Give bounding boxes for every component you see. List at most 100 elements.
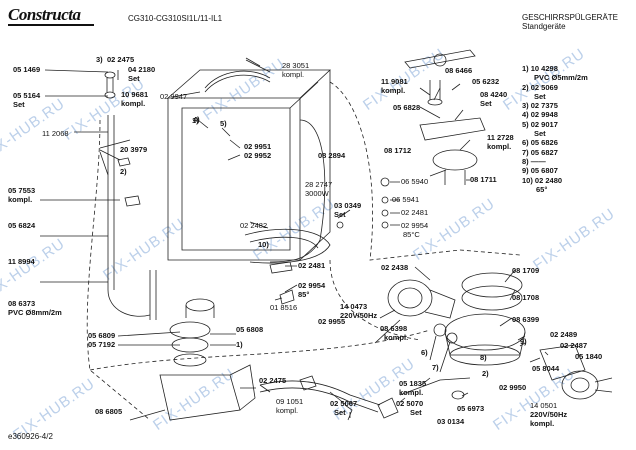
part-label: 11 8994 [8, 257, 35, 266]
part-label: 04 2180 [128, 65, 156, 74]
part-label: 05 6809 [88, 331, 116, 340]
part-label: kompl. [121, 99, 146, 108]
part-label: 02 2481 [298, 261, 326, 270]
part-label: 05 1469 [13, 65, 41, 74]
part-label: 3) [96, 55, 103, 64]
legend-line: 65° [536, 184, 548, 194]
legend-line: 7) 05 6827 [522, 147, 558, 157]
part-label: 11 2728 [487, 133, 514, 142]
category-subtitle: Standgeräte [522, 22, 566, 31]
part-label: 2) [482, 369, 489, 378]
part-label: 08 6466 [445, 66, 473, 75]
part-label: 02 9955 [318, 317, 346, 326]
part-label: kompl. [276, 406, 299, 415]
part-label: 1) [236, 340, 243, 349]
part-label: 14 0473 [340, 302, 368, 311]
part-label: 5) [220, 119, 227, 128]
part-label: 02 2482 [240, 221, 268, 230]
part-label: 02 2481 [401, 208, 429, 217]
part-label: 02 9952 [244, 151, 272, 160]
part-label: 02 2489 [550, 330, 578, 339]
part-label: 02 9954 [298, 281, 326, 290]
part-label: 02 2475 [259, 376, 287, 385]
part-label: 20 3979 [120, 145, 148, 154]
part-label: Set [334, 210, 346, 219]
part-label: 08 1711 [470, 175, 497, 184]
legend-line: 9) 05 6807 [522, 166, 558, 176]
brand-logo: Constructa [8, 5, 81, 24]
part-label: 05 6808 [236, 325, 264, 334]
part-label: 10) [258, 240, 269, 249]
part-label: 05 5164 [13, 91, 41, 100]
part-label: 02 2487 [560, 341, 588, 350]
part-label: Set [334, 408, 346, 417]
part-label: 08 1708 [512, 293, 540, 302]
legend-line: Set [534, 129, 546, 139]
part-label: 02 5067 [330, 399, 358, 408]
part-label: 02 2475 [107, 55, 135, 64]
part-label: 05 1835 [399, 379, 427, 388]
part-label: 05 6973 [457, 404, 485, 413]
part-label: 4) [193, 115, 200, 124]
part-label: 9) [520, 337, 527, 346]
legend-line: 2) 02 5069 [522, 82, 558, 92]
part-label: kompl. [8, 195, 33, 204]
part-label: 2) [120, 167, 127, 176]
legend-line: 6) 05 6826 [522, 138, 558, 148]
part-label: 08 6373 [8, 299, 36, 308]
part-label: 03 0349 [334, 201, 362, 210]
part-label: 05 7192 [88, 340, 116, 349]
part-label: 28 3051 [282, 61, 310, 70]
part-label: 8) [480, 353, 487, 362]
legend-line: 4) 02 9948 [522, 110, 558, 120]
part-label: kompl. [282, 70, 305, 79]
part-label: 11 2068 [42, 129, 69, 138]
legend-line: Set [534, 91, 546, 101]
part-label: 6) [421, 348, 428, 357]
part-label: 05 8044 [532, 364, 560, 373]
part-label: 02 9951 [244, 142, 272, 151]
legend-line: 10) 02 2480 [522, 175, 563, 185]
part-label: kompl. [487, 142, 512, 151]
legend-line: 5) 02 9017 [522, 119, 558, 129]
part-label: 08 6399 [512, 315, 540, 324]
drawing-reference: e360926-4/2 [8, 432, 53, 441]
part-label: kompl. [384, 333, 409, 342]
part-label: 02 9954 [401, 221, 429, 230]
part-label: 02 9950 [499, 383, 527, 392]
part-label: 85° [298, 290, 310, 299]
part-label: 11 9081 [381, 77, 408, 86]
part-label: Set [410, 408, 422, 417]
part-label: 06 5940 [401, 177, 429, 186]
legend-line: 3) 02 7375 [522, 101, 558, 111]
category-title: GESCHIRRSPÜLGERÄTE [522, 13, 619, 22]
part-label: 220V/50Hz [340, 311, 378, 320]
part-label: 02 9947 [160, 92, 188, 101]
part-label: 1) [192, 116, 199, 125]
part-label: 3000W [305, 189, 329, 198]
part-label: 220V/50Hz [530, 410, 568, 419]
part-label: 03 0134 [437, 417, 465, 426]
part-label: 02 2438 [381, 263, 409, 272]
part-label: kompl. [381, 86, 406, 95]
part-label: 08 4240 [480, 90, 508, 99]
part-label: 05 1840 [575, 352, 603, 361]
legend-line: 1) 10 4298 [522, 64, 558, 73]
part-label: Set [128, 74, 140, 83]
part-label: 02 5070 [396, 399, 424, 408]
part-label: 05 6232 [472, 77, 500, 86]
part-label: Set [13, 100, 25, 109]
brand-underline [8, 24, 94, 26]
part-label: 08 1712 [384, 146, 412, 155]
footnote-legend: 1) 10 4298 PVC Ø5mm/2m 2) 02 5069 Set 3)… [522, 64, 588, 194]
legend-line: PVC Ø5mm/2m [534, 73, 588, 83]
part-label: 08 2894 [318, 151, 346, 160]
part-label: 10 9681 [121, 90, 149, 99]
part-label: 08 1709 [512, 266, 540, 275]
part-label: 06 5941 [392, 195, 420, 204]
part-label: 14 0501 [530, 401, 558, 410]
part-label: 09 1051 [276, 397, 304, 406]
part-label: 01 8516 [270, 303, 298, 312]
legend-line: 8) —— [522, 156, 546, 166]
